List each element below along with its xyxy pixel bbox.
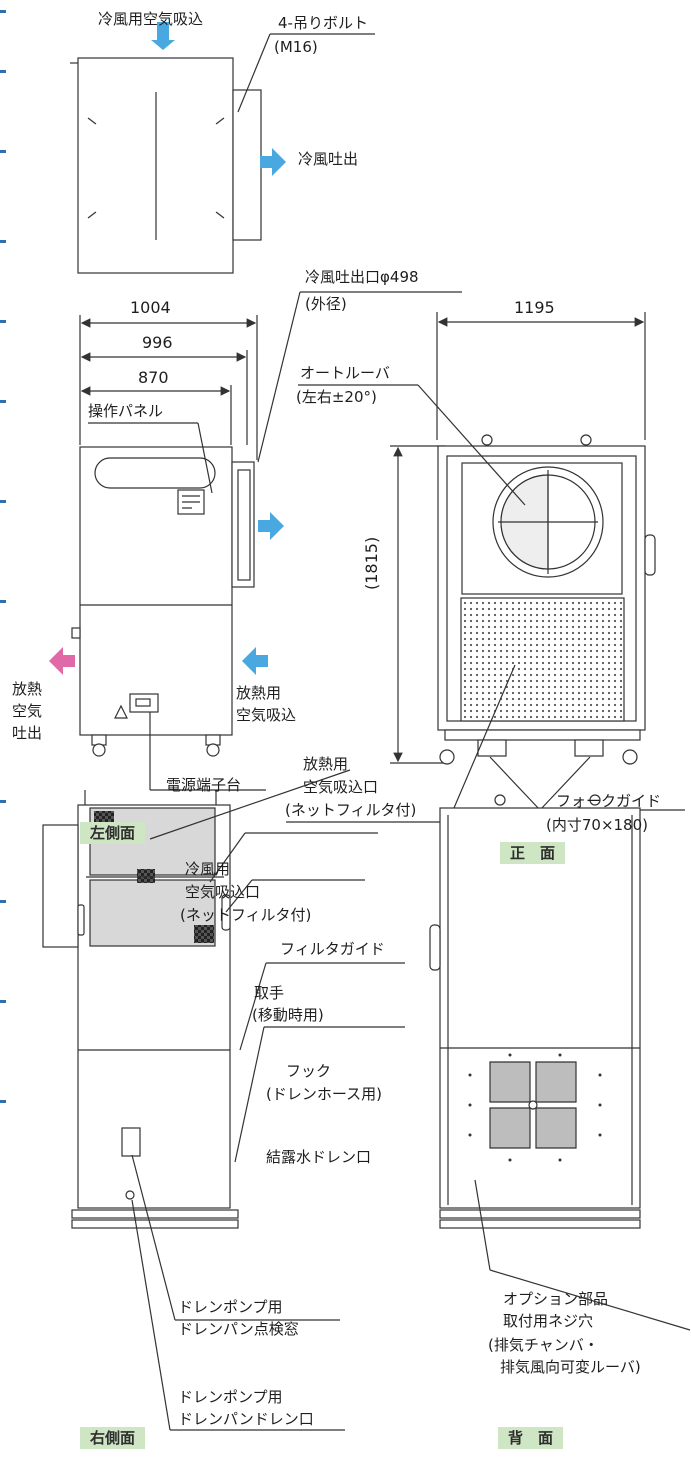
pump-window-label-line1: ドレンポンプ用 xyxy=(178,1298,283,1316)
right-side-view-tag: 右側面 xyxy=(80,1427,146,1449)
pump-drain-label-line1: ドレンポンプ用 xyxy=(178,1388,283,1406)
cold-air-outlet-arrow xyxy=(260,148,286,176)
heat-intake-port-label-line1: 放熱用 xyxy=(303,755,349,773)
page-edge-strip xyxy=(0,0,6,1459)
condensate-drain-label: 結露水ドレン口 xyxy=(266,1148,372,1166)
back-view-tag: 背 面 xyxy=(498,1427,564,1449)
heat-exhaust-arrow xyxy=(49,647,75,675)
option-parts-label-line4: 排気風向可変ルーバ) xyxy=(500,1358,641,1376)
air-flow-arrows xyxy=(49,22,286,675)
fork-guide-size-label: (内寸70×180) xyxy=(546,816,648,834)
edge-tick xyxy=(0,70,6,73)
power-terminal-label: 電源端子台 xyxy=(166,776,242,794)
option-parts-label-line2: 取付用ネジ穴 xyxy=(503,1312,594,1330)
cold-intake-port-label-line1: 冷風用 xyxy=(185,860,231,878)
outlet-diameter-note: (外径) xyxy=(305,295,347,313)
handle-note-label: (移動時用) xyxy=(252,1006,324,1024)
heat-exhaust-label-line3: 吐出 xyxy=(12,724,43,742)
dimension-870: 870 xyxy=(138,368,169,387)
pump-drain-label-line2: ドレンパンドレン口 xyxy=(178,1410,314,1428)
hanging-bolts-size-label: (M16) xyxy=(274,38,318,56)
screw-holes xyxy=(468,1053,602,1162)
cold-intake-port-label-line3: (ネットフィルタ付) xyxy=(180,906,312,924)
dimension-1004: 1004 xyxy=(130,298,171,317)
cold-air-intake-label: 冷風用空気吸込 xyxy=(98,10,204,28)
front-view-tag: 正 面 xyxy=(500,842,566,864)
heat-intake-arrow xyxy=(242,647,268,675)
option-parts-label-line1: オプション部品 xyxy=(503,1290,609,1308)
edge-tick xyxy=(0,600,6,603)
outlet-diameter-label: 冷風吐出口φ498 xyxy=(305,268,419,286)
pump-window-label-line2: ドレンパン点検窓 xyxy=(178,1320,299,1338)
dimension-1815: (1815) xyxy=(362,536,381,590)
edge-tick xyxy=(0,150,6,153)
heat-exhaust-label-line1: 放熱 xyxy=(12,680,43,698)
edge-tick xyxy=(0,800,6,803)
hook-label: フック xyxy=(286,1062,332,1080)
hanging-bolts-label: 4-吊りボルト xyxy=(278,14,368,32)
edge-tick xyxy=(0,1100,6,1103)
back-view xyxy=(429,794,691,1331)
top-view xyxy=(70,33,375,274)
auto-louver-label: オートルーバ xyxy=(300,364,390,382)
edge-tick xyxy=(0,10,6,13)
dimension-996: 996 xyxy=(142,333,173,352)
edge-tick xyxy=(0,400,6,403)
front-view xyxy=(286,312,685,823)
heat-intake-port-label-line2: 空気吸込口 xyxy=(303,778,379,796)
heat-intake-label-line1: 放熱用 xyxy=(236,684,282,702)
handle-label: 取手 xyxy=(254,984,285,1002)
heat-intake-port-label-line3: (ネットフィルタ付) xyxy=(285,801,417,819)
cold-air-outlet-arrow-side xyxy=(258,512,284,540)
heat-exhaust-label-line2: 空気 xyxy=(12,702,43,720)
cold-intake-port-label-line2: 空気吸込口 xyxy=(185,883,261,901)
left-side-view-tag: 左側面 xyxy=(80,822,146,844)
control-panel-label: 操作パネル xyxy=(88,402,164,420)
edge-tick xyxy=(0,900,6,903)
edge-tick xyxy=(0,500,6,503)
edge-tick xyxy=(0,240,6,243)
option-parts-label-line3: (排気チャンバ・ xyxy=(488,1336,599,1354)
hook-note-label: (ドレンホース用) xyxy=(266,1085,382,1103)
cold-air-intake-arrow xyxy=(151,22,175,50)
cold-air-outlet-label: 冷風吐出 xyxy=(298,150,359,168)
fork-guide-label: フォークガイド xyxy=(556,792,662,810)
edge-tick xyxy=(0,320,6,323)
auto-louver-angle-label: (左右±20°) xyxy=(296,388,377,406)
heat-intake-label-line2: 空気吸込 xyxy=(236,706,297,724)
left-side-view xyxy=(71,291,462,791)
dimension-1195: 1195 xyxy=(514,298,555,317)
filter-guide-label: フィルタガイド xyxy=(280,940,385,958)
edge-tick xyxy=(0,1000,6,1003)
